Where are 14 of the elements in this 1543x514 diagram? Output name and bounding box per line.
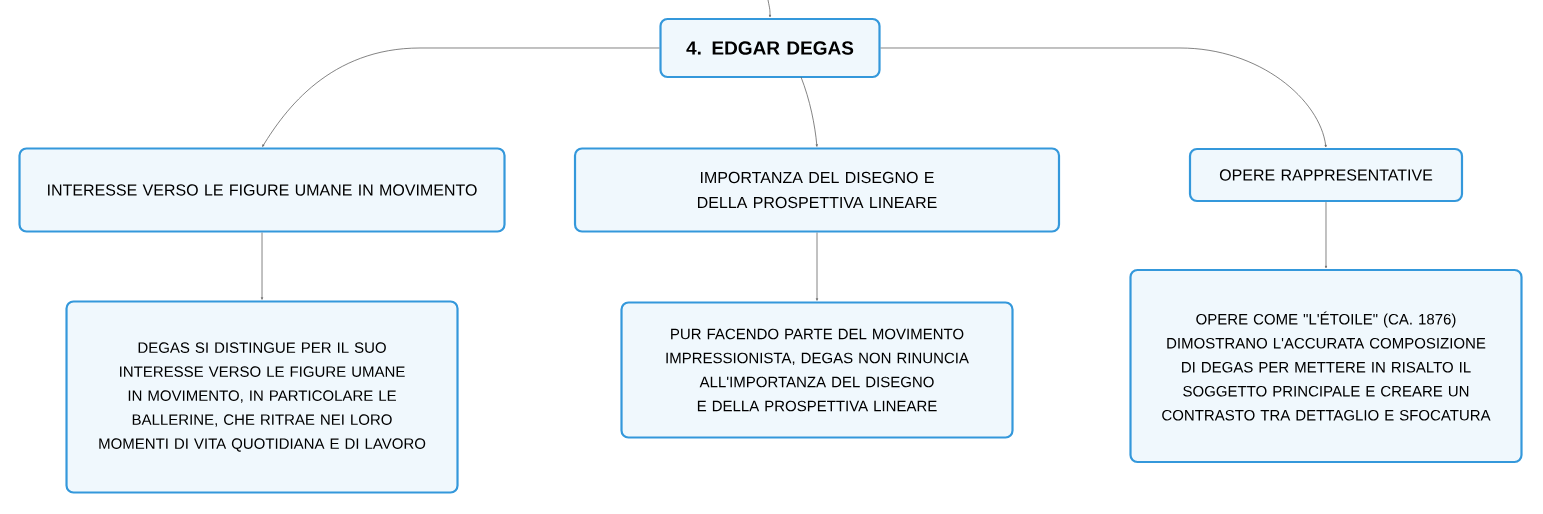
topic-box: OPERE COME "L'ÉTOILE" (CA. 1876) DIMOSTRANO L'ACCURATA COMPOSIZIONE DI DEGAS PER METTERE IN RISALTO IL SOGGETTO PRINCIPALE E CREARE UN CONTRASTO TRA DETTAGLIO E SFOCATURA	[1129, 268, 1523, 464]
arrow	[260, 232, 264, 300]
arrow	[880, 47, 1327, 148]
topic-box: INTERESSE VERSO LE FIGURE UMANE IN MOVIMENTO	[18, 147, 506, 233]
arrow	[800, 76, 818, 147]
arrow	[1324, 201, 1328, 269]
arrow	[815, 232, 819, 301]
arrow	[262, 47, 660, 147]
topic-box: PUR FACENDO PARTE DEL MOVIMENTO IMPRESSIONISTA, DEGAS NON RINUNCIA ALL'IMPORTANZA DEL DISEGNO E DELLA PROSPETTIVA LINEARE	[620, 301, 1014, 439]
topic-box: IMPORTANZA DEL DISEGNO E DELLA PROSPETTIVA LINEARE	[573, 147, 1061, 233]
topic-box: OPERE RAPPRESENTATIVE	[1188, 147, 1464, 203]
title-box: 4. EDGAR DEGAS	[659, 17, 881, 79]
topic-box: DEGAS SI DISTINGUE PER IL SUO INTERESSE VERSO LE FIGURE UMANE IN MOVIMENTO, IN PARTICOLARE LE BALLERINE, CHE RITRAE NEI LORO MOMENTI DI VITA QUOTIDIANA E DI LAVORO	[65, 300, 459, 494]
arrow	[767, 0, 772, 18]
